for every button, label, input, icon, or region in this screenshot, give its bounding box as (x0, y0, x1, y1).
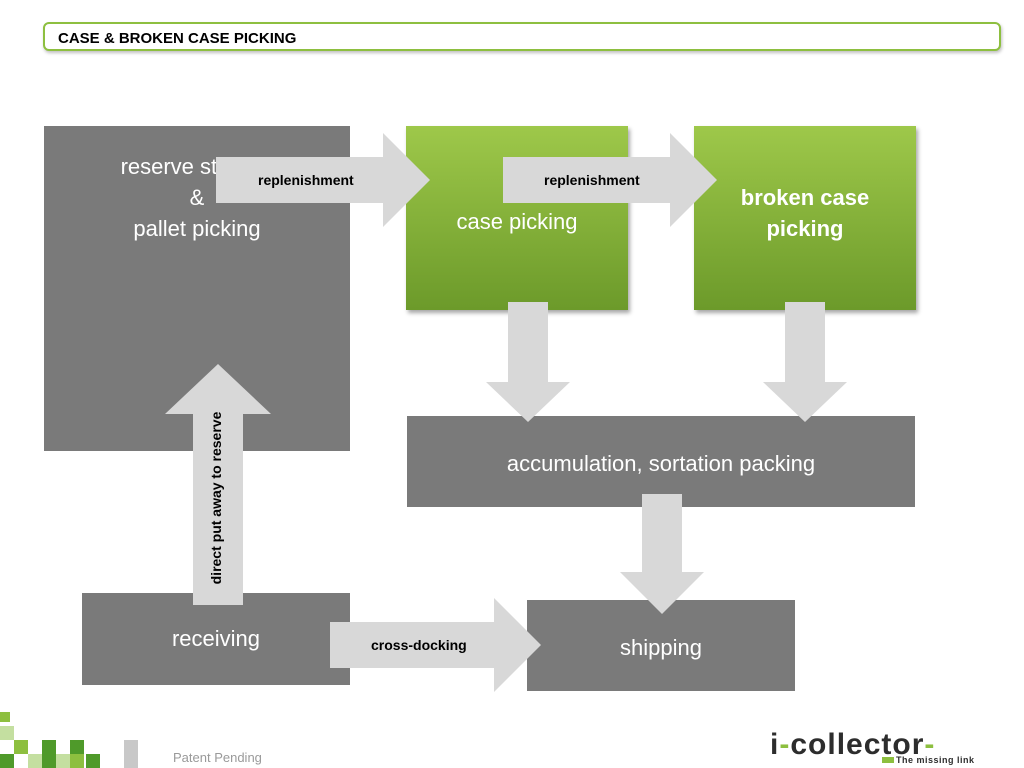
broken-case-label: broken case picking (694, 182, 916, 244)
replenishment-label-1: replenishment (258, 172, 354, 188)
tagline-bar (882, 757, 894, 763)
decorative-squares (0, 712, 138, 768)
logo-main: collector (790, 728, 925, 761)
receiving-node: receiving (82, 593, 350, 685)
cross-docking-arrow (330, 598, 541, 692)
shipping-label: shipping (620, 635, 702, 660)
replenishment-arrow-2 (503, 133, 717, 227)
receiving-label: receiving (171, 626, 261, 651)
broken-line-2: picking (766, 216, 844, 241)
reserve-line-3: pallet picking (133, 216, 261, 241)
direct-put-away-label: direct put away to reserve (208, 411, 224, 585)
broken-line-1: broken case (740, 185, 870, 210)
case-down-arrow (486, 302, 570, 422)
broken-down-arrow (763, 302, 847, 422)
i-collector-logo: i-collector- (770, 728, 936, 761)
accumulation-node: accumulation, sortation packing (407, 416, 915, 507)
case-picking-label: case picking (456, 209, 578, 234)
logo-tagline: The missing link (896, 755, 975, 765)
cross-docking-label: cross-docking (371, 637, 467, 653)
shipping-node: shipping (527, 600, 795, 691)
replenishment-arrow-1 (216, 133, 430, 227)
accumulation-down-arrow (620, 494, 704, 614)
accumulation-label: accumulation, sortation packing (506, 451, 816, 476)
reserve-line-2: & (189, 185, 205, 210)
broken-case-picking-node: broken case picking (694, 126, 916, 310)
logo-prefix: i (770, 728, 780, 761)
patent-pending-text: Patent Pending (173, 750, 262, 765)
page-title: CASE & BROKEN CASE PICKING (58, 30, 297, 47)
direct-put-away-arrow (165, 364, 271, 605)
title-bar: CASE & BROKEN CASE PICKING (43, 22, 1001, 51)
replenishment-label-2: replenishment (544, 172, 640, 188)
case-picking-node: case picking (406, 126, 628, 310)
